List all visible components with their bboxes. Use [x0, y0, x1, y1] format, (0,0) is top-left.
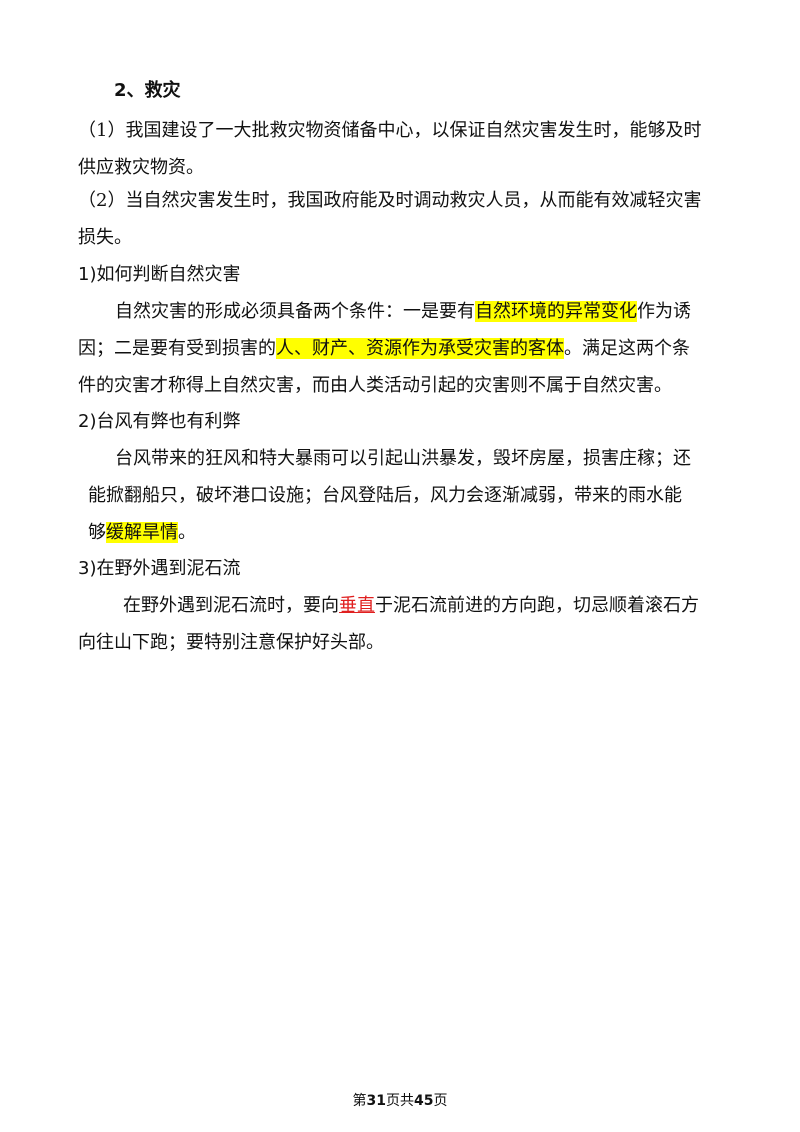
page-footer: 第31页共45页 [0, 1090, 800, 1110]
item-1-line-1: （1）我国建设了一大批救灾物资储备中心，以保证自然灾害发生时，能够及时 [78, 120, 702, 141]
footer-post: 页 [433, 1093, 448, 1109]
q2-text: 够 [88, 522, 106, 543]
q3-text: 于泥石流前进的方向跑，切忌顺着滚石方 [375, 595, 699, 616]
q1-highlight-2: 人、财产、资源作为承受灾害的客体 [276, 338, 564, 359]
q3-paragraph-line-1: 在野外遇到泥石流时，要向垂直于泥石流前进的方向跑，切忌顺着滚石方 [123, 593, 699, 619]
q3-paragraph-line-2: 向往山下跑；要特别注意保护好头部。 [78, 632, 384, 653]
footer-pre: 第 [352, 1093, 367, 1109]
section-title: 2、救灾 [114, 80, 181, 101]
item-1-line-2: 供应救灾物资。 [78, 157, 204, 178]
q2-paragraph-line-3: 够缓解旱情。 [88, 520, 196, 546]
q1-heading: 1)如何判断自然灾害 [78, 264, 241, 285]
q2-paragraph-line-2: 能掀翻船只，破坏港口设施；台风登陆后，风力会逐渐减弱，带来的雨水能 [88, 485, 682, 506]
q1-paragraph-line-1: 自然灾害的形成必须具备两个条件：一是要有自然环境的异常变化作为诱 [115, 299, 691, 325]
q2-text: 。 [178, 522, 196, 543]
q1-text: 作为诱 [637, 301, 691, 322]
q1-paragraph-line-2: 因；二是要有受到损害的人、财产、资源作为承受灾害的客体。满足这两个条 [78, 336, 690, 362]
item-2-line-2: 损失。 [78, 227, 132, 248]
item-2-line-1: （2）当自然灾害发生时，我国政府能及时调动救灾人员，从而能有效减轻灾害 [78, 190, 702, 211]
q1-text: 因；二是要有受到损害的 [78, 338, 276, 359]
q1-text: 。满足这两个条 [564, 338, 690, 359]
footer-mid: 页共 [386, 1093, 414, 1109]
q2-heading: 2)台风有弊也有利弊 [78, 411, 241, 432]
q1-paragraph-line-3: 件的灾害才称得上自然灾害，而由人类活动引起的灾害则不属于自然灾害。 [78, 375, 672, 396]
q2-paragraph-line-1: 台风带来的狂风和特大暴雨可以引起山洪暴发，毁坏房屋，损害庄稼；还 [115, 448, 691, 469]
footer-total-pages: 45 [414, 1093, 434, 1109]
q2-highlight: 缓解旱情 [106, 522, 178, 543]
q3-heading: 3)在野外遇到泥石流 [78, 558, 241, 579]
q3-text: 在野外遇到泥石流时，要向 [123, 595, 339, 616]
q1-highlight-1: 自然环境的异常变化 [475, 301, 637, 322]
q3-red-underlined: 垂直 [339, 595, 375, 616]
footer-page-number: 31 [366, 1093, 386, 1109]
q1-text: 自然灾害的形成必须具备两个条件：一是要有 [115, 301, 475, 322]
